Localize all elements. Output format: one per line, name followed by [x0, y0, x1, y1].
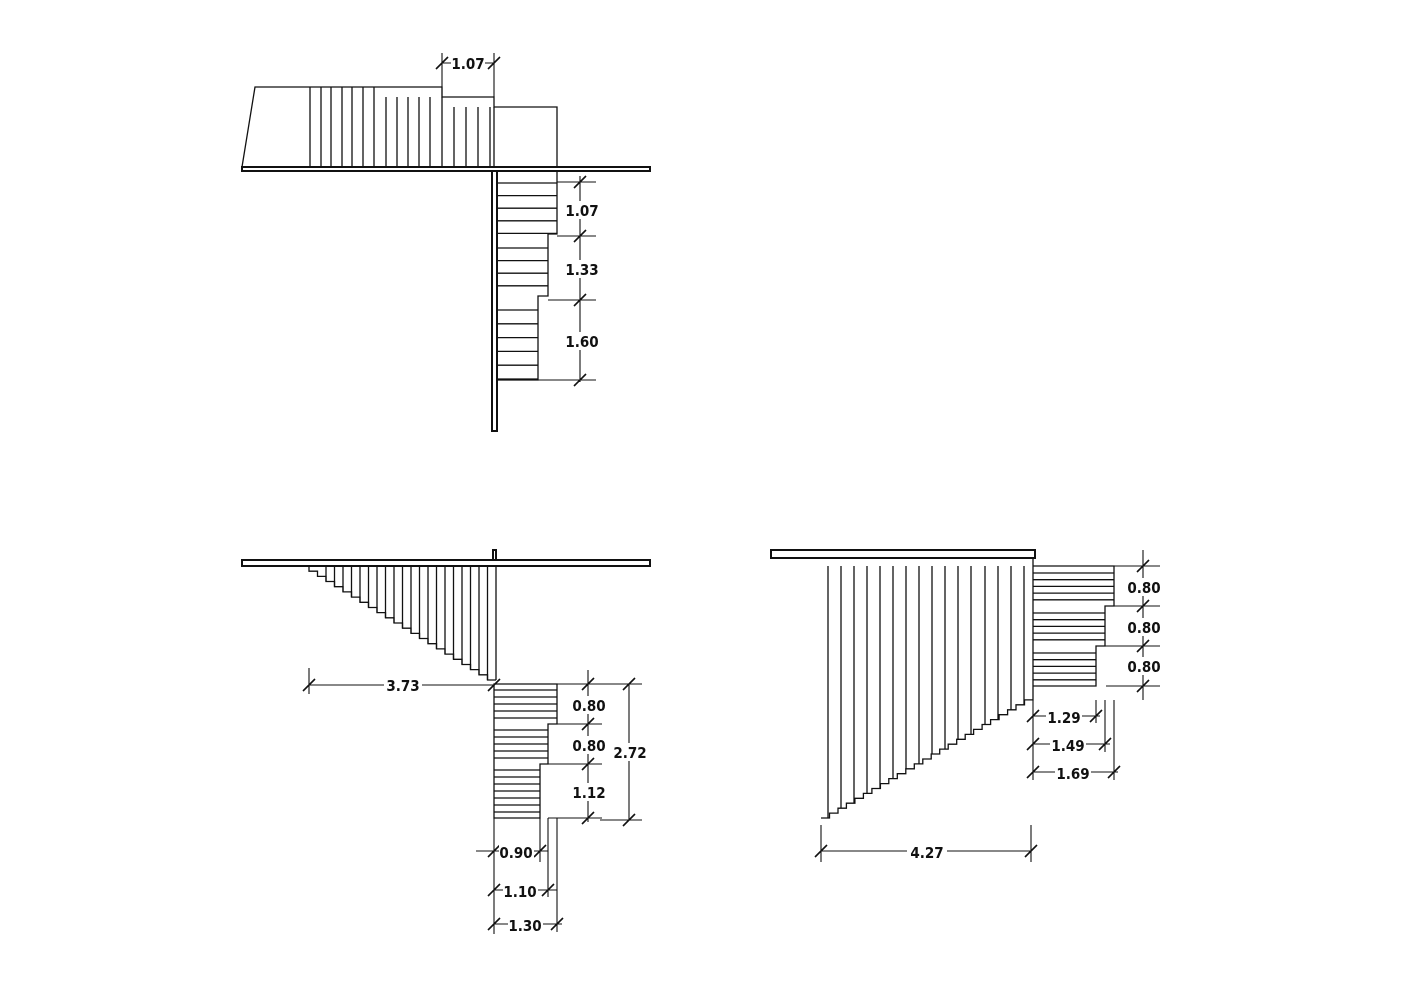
- dimension-label: 1.29: [1047, 709, 1080, 727]
- dimension-label: 0.80: [1127, 658, 1160, 676]
- stair-3-floor-slab: [770, 549, 1036, 695]
- stair-plan-2: 3.73 0.80 0.80 1.12 2.72: [241, 549, 651, 935]
- dimension-label: 1.07: [565, 202, 598, 220]
- dimension-label: 3.73: [386, 677, 419, 695]
- stair-1-dimension-right: 1.07 1.33 1.60: [538, 175, 599, 387]
- stair-2-vertical-flight: [493, 683, 558, 819]
- stair-3-diagonal-flight: [821, 566, 1034, 819]
- stair-2-floor-slab: [241, 549, 651, 567]
- dimension-label: 1.33: [565, 261, 598, 279]
- dimension-label: 4.27: [910, 844, 943, 862]
- dimension-label: 0.80: [1127, 619, 1160, 637]
- stair-3-dimension-right: 0.80 0.80 0.80: [1096, 550, 1163, 700]
- stair-1-floor-slab: [241, 166, 651, 172]
- stair-1-dimension-top: 1.07: [435, 53, 501, 97]
- stair-3-dimension-widths: 1.29 1.49 1.69: [1026, 700, 1121, 783]
- stair-plan-3: 0.80 0.80 0.80 1.29 1.49 1.69: [770, 549, 1163, 862]
- dimension-label: 1.10: [503, 883, 536, 901]
- dimension-label: 1.07: [451, 55, 484, 73]
- dimension-label: 1.69: [1056, 765, 1089, 783]
- stair-2-dimension-right: 0.80 0.80 1.12: [548, 670, 608, 825]
- stair-2-dimension-total: 2.72: [600, 677, 649, 827]
- stair-1-vertical-wall: [491, 170, 498, 432]
- stair-plan-1: 1.07 1.07 1.33 1.60: [241, 53, 651, 432]
- dimension-label: 0.80: [1127, 579, 1160, 597]
- stair-3-vertical-flight: [1033, 565, 1115, 687]
- stair-1-vertical-flight: [497, 170, 558, 381]
- stair-2-dimension-bottom: 0.90 1.10 1.30: [476, 818, 564, 935]
- stair-2-dimension-run: 3.73: [302, 668, 501, 695]
- dimension-label: 0.90: [499, 844, 532, 862]
- dimension-label: 1.49: [1051, 737, 1084, 755]
- stair-3-dimension-run: 4.27: [814, 825, 1038, 862]
- stair-1-horizontal-flight: [241, 86, 558, 168]
- dimension-label: 0.80: [572, 737, 605, 755]
- stair-2-diagonal-flight: [308, 565, 497, 681]
- dimension-label: 1.12: [572, 784, 605, 802]
- dimension-label: 0.80: [572, 697, 605, 715]
- dimension-label: 2.72: [613, 744, 646, 762]
- dimension-label: 1.60: [565, 333, 598, 351]
- dimension-label: 1.30: [508, 917, 541, 935]
